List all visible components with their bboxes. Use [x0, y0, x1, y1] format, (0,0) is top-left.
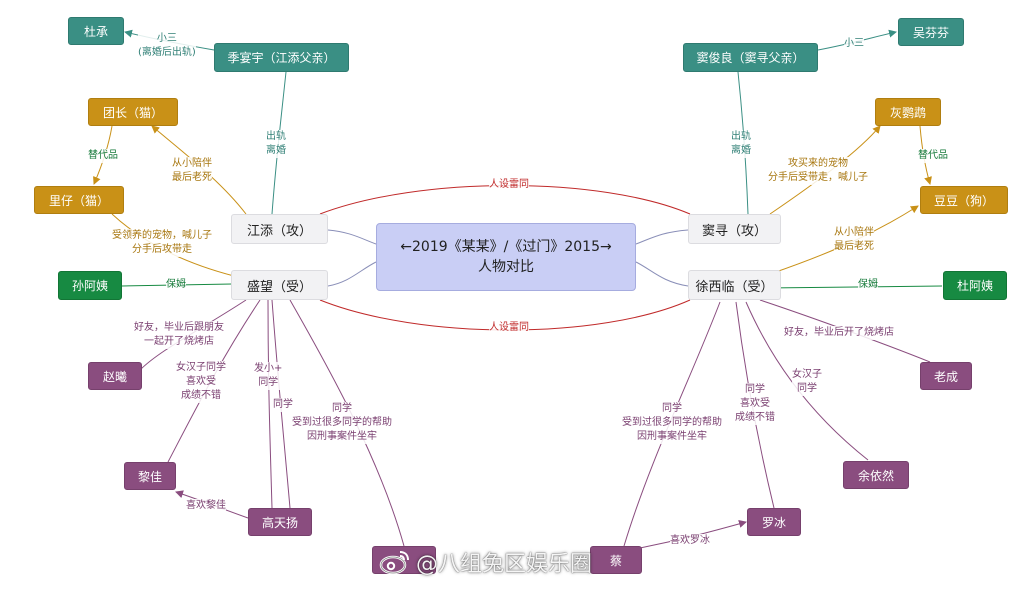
node-dou-xun: 窦寻（攻）	[688, 214, 781, 244]
node-du-cheng: 杜承	[68, 17, 124, 45]
node-lizai: 里仔（猫）	[34, 186, 124, 214]
node-gao-tianyang: 高天扬	[248, 508, 312, 536]
label-help-right-line2: 受到过很多同学的帮助	[622, 417, 722, 428]
label-xiaosan-left-line1: 小三	[156, 33, 177, 44]
node-yu-yiran: 余依然	[843, 461, 909, 489]
label-yu-yiran: 女汉子 同学	[792, 368, 822, 396]
node-jiang-tian: 江添（攻）	[231, 214, 328, 244]
label-baomu-right: 保姆	[858, 278, 878, 292]
label-xiaopeiban-right-line2: 最后老死	[834, 241, 874, 252]
label-lingyang: 受领养的宠物，喊儿子 分手后攻带走	[112, 229, 212, 257]
label-help-right-line1: 同学	[662, 403, 682, 414]
center-title-line1: ←2019《某某》/《过门》2015→	[400, 239, 612, 255]
label-xiaosan-left-line2: (离婚后出轨)	[138, 47, 196, 58]
weibo-watermark: @八组兔区娱乐圈	[378, 545, 648, 579]
node-li-jia: 黎佳	[124, 462, 176, 490]
label-lao-cheng: 好友，毕业后开了烧烤店	[784, 326, 894, 340]
label-chugui-right-line2: 离婚	[731, 145, 751, 156]
label-xiaopeiban-left-line2: 最后老死	[172, 172, 212, 183]
label-li-jia-line2: 喜欢受	[186, 376, 216, 387]
label-help-left-line1: 同学	[332, 403, 352, 414]
label-luo-bing-line2: 喜欢受	[740, 398, 770, 409]
node-tuanzhang: 团长（猫）	[88, 98, 178, 126]
label-chugui-right-line1: 出轨	[731, 131, 751, 142]
label-yu-yiran-line2: 同学	[797, 383, 817, 394]
label-zhao-xi-line2: 一起开了烧烤店	[144, 336, 214, 347]
node-du-ayi: 杜阿姨	[943, 271, 1007, 300]
label-faxiao: 发小+ 同学	[254, 362, 283, 390]
watermark-text: @八组兔区娱乐圈	[416, 552, 593, 577]
label-chugui-left-line2: 离婚	[266, 145, 286, 156]
label-chugui-right: 出轨 离婚	[731, 130, 751, 158]
label-lingyang-line1: 受领养的宠物，喊儿子	[112, 230, 212, 241]
weibo-icon	[379, 551, 409, 575]
label-zhao-xi: 好友，毕业后跟朋友 一起开了烧烤店	[134, 321, 224, 349]
label-tidaipin-left: 替代品	[88, 149, 118, 163]
label-xiaopeiban-left: 从小陪伴 最后老死	[172, 157, 212, 185]
label-baomu-left: 保姆	[166, 278, 186, 292]
label-renshe-bottom: 人设雷同	[489, 321, 529, 335]
label-lingyang-line2: 分手后攻带走	[132, 244, 192, 255]
node-bottom-right-stub: 蔡	[590, 546, 642, 574]
label-xiaopeiban-right: 从小陪伴 最后老死	[834, 226, 874, 254]
label-help-left-line2: 受到过很多同学的帮助	[292, 417, 392, 428]
node-lao-cheng: 老成	[920, 362, 972, 390]
label-yu-yiran-line1: 女汉子	[792, 369, 822, 380]
label-xiaopeiban-left-line1: 从小陪伴	[172, 158, 212, 169]
label-help-left: 同学 受到过很多同学的帮助 因刑事案件坐牢	[292, 402, 392, 444]
label-help-right: 同学 受到过很多同学的帮助 因刑事案件坐牢	[622, 402, 722, 444]
node-doudou: 豆豆（狗）	[920, 186, 1008, 214]
node-sheng-wang: 盛望（受）	[231, 270, 328, 300]
center-title-node: ←2019《某某》/《过门》2015→ 人物对比	[376, 223, 636, 291]
label-chugui-left: 出轨 离婚	[266, 130, 286, 158]
label-faxiao-line2: 同学	[258, 377, 279, 388]
node-ji-yanyu: 季宴宇（江添父亲）	[214, 43, 349, 72]
label-tongxue-gao: 同学	[273, 398, 293, 412]
label-chugui-left-line1: 出轨	[266, 131, 286, 142]
label-xihuan-luobing: 喜欢罗冰	[670, 534, 710, 548]
label-tidaipin-right: 替代品	[918, 149, 948, 163]
label-li-jia-line1: 女汉子同学	[176, 362, 226, 373]
node-dou-junliang: 窦俊良（窦寻父亲）	[683, 43, 818, 72]
label-luo-bing: 同学 喜欢受 成绩不错	[735, 383, 775, 425]
center-links	[327, 229, 689, 287]
node-xu-xilin: 徐西临（受）	[688, 270, 781, 300]
label-renshe-top: 人设雷同	[489, 178, 529, 192]
label-xiaopeiban-right-line1: 从小陪伴	[834, 227, 874, 238]
label-li-jia-line3: 成绩不错	[181, 390, 221, 401]
label-li-jia: 女汉子同学 喜欢受 成绩不错	[176, 361, 226, 403]
label-help-left-line3: 因刑事案件坐牢	[307, 431, 377, 442]
label-maihui-line1: 攻买来的宠物	[788, 158, 848, 169]
label-xiaosan-right: 小三	[844, 37, 864, 51]
node-zhao-xi: 赵曦	[88, 362, 142, 390]
label-xiaosan-left: 小三 (离婚后出轨)	[138, 32, 196, 60]
label-xihuan-lijia: 喜欢黎佳	[186, 499, 226, 513]
label-luo-bing-line3: 成绩不错	[735, 412, 775, 423]
label-maihui: 攻买来的宠物 分手后受带走，喊儿子	[768, 157, 868, 185]
label-maihui-line2: 分手后受带走，喊儿子	[768, 172, 868, 183]
label-faxiao-line1: 发小+	[254, 363, 283, 374]
node-luo-bing: 罗冰	[747, 508, 801, 536]
node-wu-fenfen: 吴芬芬	[898, 18, 964, 46]
label-zhao-xi-line1: 好友，毕业后跟朋友	[134, 322, 224, 333]
label-luo-bing-line1: 同学	[745, 384, 765, 395]
node-sun-ayi: 孙阿姨	[58, 271, 122, 300]
label-help-right-line3: 因刑事案件坐牢	[637, 431, 707, 442]
node-huiluanluan: 灰鹦鹉	[875, 98, 941, 126]
center-title-line2: 人物对比	[478, 259, 534, 275]
